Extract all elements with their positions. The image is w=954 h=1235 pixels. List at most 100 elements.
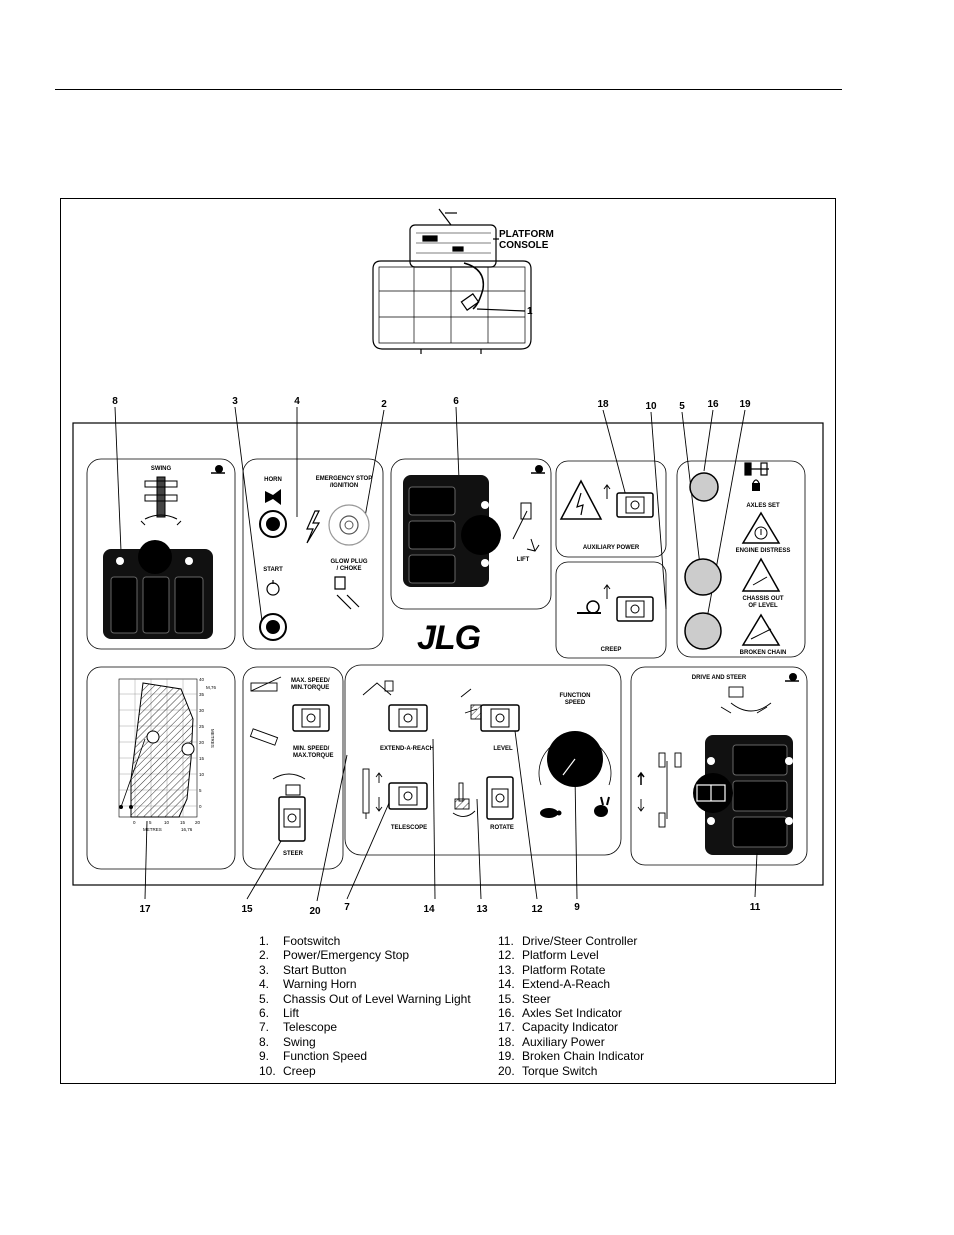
legend-number: 16. — [498, 1006, 515, 1021]
drive-and-steer-label: DRIVE AND STEER — [692, 675, 747, 681]
snail-icon — [211, 465, 225, 474]
axles-set-light — [689, 472, 719, 502]
extend-a-reach-switch[interactable] — [388, 704, 428, 732]
telescope-switch[interactable] — [388, 782, 428, 810]
capacity-x-tick: 5 — [149, 820, 152, 825]
legend-number: 13. — [498, 962, 515, 977]
min-speed-label: MIN. SPEED/ — [293, 746, 330, 752]
legend-item: 14.Extend-A-Reach — [498, 977, 644, 991]
legend-text: Broken Chain Indicator — [522, 1049, 645, 1064]
telescope-label: TELESCOPE — [391, 825, 427, 831]
legend-text: Telescope — [283, 1020, 338, 1035]
glow-plug-label: GLOW PLUG — [331, 559, 368, 565]
legend-text: Extend-A-Reach — [522, 977, 611, 992]
callout-footswitch: 1 — [527, 306, 533, 317]
start-key-icon — [266, 580, 280, 596]
chassis-level-icon — [741, 557, 781, 592]
rotate-switch[interactable] — [486, 776, 514, 820]
level-label: LEVEL — [493, 746, 513, 752]
indicators-module: AXLES SET ENGINE DISTRESS CHASSIS OUT OF… — [676, 460, 806, 658]
legend-number: 9. — [259, 1049, 270, 1064]
legend-number: 2. — [259, 948, 270, 963]
telescope-icon — [362, 768, 383, 819]
axles-set-label: AXLES SET — [746, 503, 780, 509]
callout-17: 17 — [139, 904, 151, 915]
min-speed-label-2: MAX.TORQUE — [293, 753, 334, 759]
creep-switch[interactable] — [616, 596, 654, 622]
snail-icon — [785, 673, 799, 682]
legend-text: Function Speed — [283, 1049, 368, 1064]
platform-console-figure: PLATFORM CONSOLE 1 8 3 4 2 6 18 10 5 16 … — [60, 198, 836, 1084]
legend-number: 6. — [259, 1006, 270, 1021]
legend-number: 8. — [259, 1034, 270, 1049]
legend-number: 17. — [498, 1020, 515, 1035]
capacity-y-tick: 25 — [199, 724, 205, 729]
legend-item: 4.Warning Horn — [259, 977, 471, 991]
auxiliary-power-switch[interactable] — [616, 492, 654, 518]
bottom-callout-leaders — [144, 730, 758, 902]
header-rule — [55, 89, 842, 90]
legend-item: 6.Lift — [259, 1006, 471, 1020]
platform-console-label-2: CONSOLE — [499, 240, 549, 251]
drive-joystick-knob[interactable] — [693, 773, 733, 813]
callout-4: 4 — [294, 396, 300, 407]
legend-item: 20.Torque Switch — [498, 1064, 644, 1078]
capacity-x-tick: 20 — [195, 820, 201, 825]
callout-11: 11 — [750, 902, 761, 913]
glow-plug-icon — [334, 576, 360, 610]
callout-15: 15 — [241, 904, 253, 915]
lift-joystick-knob[interactable] — [461, 515, 501, 555]
auxiliary-power-module: AUXILIARY POWER — [555, 460, 667, 558]
torque-switch[interactable] — [292, 704, 330, 732]
max-speed-label: MAX. SPEED/ — [291, 678, 330, 684]
capacity-y-tick: 0 — [199, 804, 202, 809]
legend-item: 15.Steer — [498, 992, 644, 1006]
callout-5: 5 — [679, 401, 685, 412]
legend-item: 7. Telescope — [259, 1020, 471, 1034]
engine-distress-icon — [741, 511, 781, 544]
broken-chain-light — [684, 612, 722, 650]
capacity-y-tick: 10 — [199, 772, 205, 777]
rotate-label: ROTATE — [490, 825, 514, 831]
drive-machine-icon — [637, 752, 682, 828]
legend-number: 1. — [259, 934, 270, 948]
lock-icon — [752, 479, 760, 491]
legend-item: 2.Power/Emergency Stop — [259, 948, 471, 962]
snail-icon — [577, 600, 601, 614]
legend-text: Start Button — [283, 962, 347, 977]
capacity-y-tick: 40 — [199, 677, 205, 682]
legend-text: Axles Set Indicator — [522, 1006, 623, 1021]
legend-item: 9. Function Speed — [259, 1049, 471, 1063]
legend-number: 7. — [259, 1020, 270, 1035]
turtle-icon — [540, 808, 562, 818]
horn-icon — [265, 489, 281, 505]
legend-text: Drive/Steer Controller — [522, 934, 638, 948]
capacity-y-tick: 20 — [199, 740, 205, 745]
callout-20: 20 — [309, 906, 321, 917]
chassis-level-label-2: OF LEVEL — [748, 603, 778, 609]
emergency-stop-label-2: /IGNITION — [330, 483, 358, 489]
callout-10: 10 — [645, 401, 657, 412]
rotate-icon — [452, 782, 476, 817]
legend-item: 13. Platform Rotate — [498, 963, 644, 977]
high-speed-icon — [250, 676, 282, 692]
legend-number: 20. — [498, 1063, 515, 1078]
callout-18: 18 — [597, 399, 609, 410]
legend-item: 10.Creep — [259, 1064, 471, 1078]
broken-chain-icon — [741, 613, 781, 646]
legend-text: Chassis Out of Level Warning Light — [283, 991, 471, 1006]
swing-joystick-knob[interactable] — [138, 540, 172, 574]
legend-number: 3. — [259, 962, 270, 977]
swing-label: SWING — [151, 466, 172, 472]
lift-arrow-icon — [512, 502, 540, 552]
glow-plug-label-2: / CHOKE — [336, 566, 361, 572]
capacity-y-tick: M,76 — [206, 685, 217, 690]
steer-switch[interactable] — [278, 796, 306, 842]
ignition-module: HORN EMERGENCY STOP /IGNITION START GLOW… — [242, 458, 384, 650]
console-panel-frame — [72, 422, 824, 886]
legend-number: 10. — [259, 1063, 276, 1078]
legend-text: Auxiliary Power — [522, 1034, 605, 1049]
creep-label: CREEP — [601, 647, 622, 653]
legend-text: Platform Rotate — [522, 962, 606, 977]
level-switch[interactable] — [480, 704, 520, 732]
